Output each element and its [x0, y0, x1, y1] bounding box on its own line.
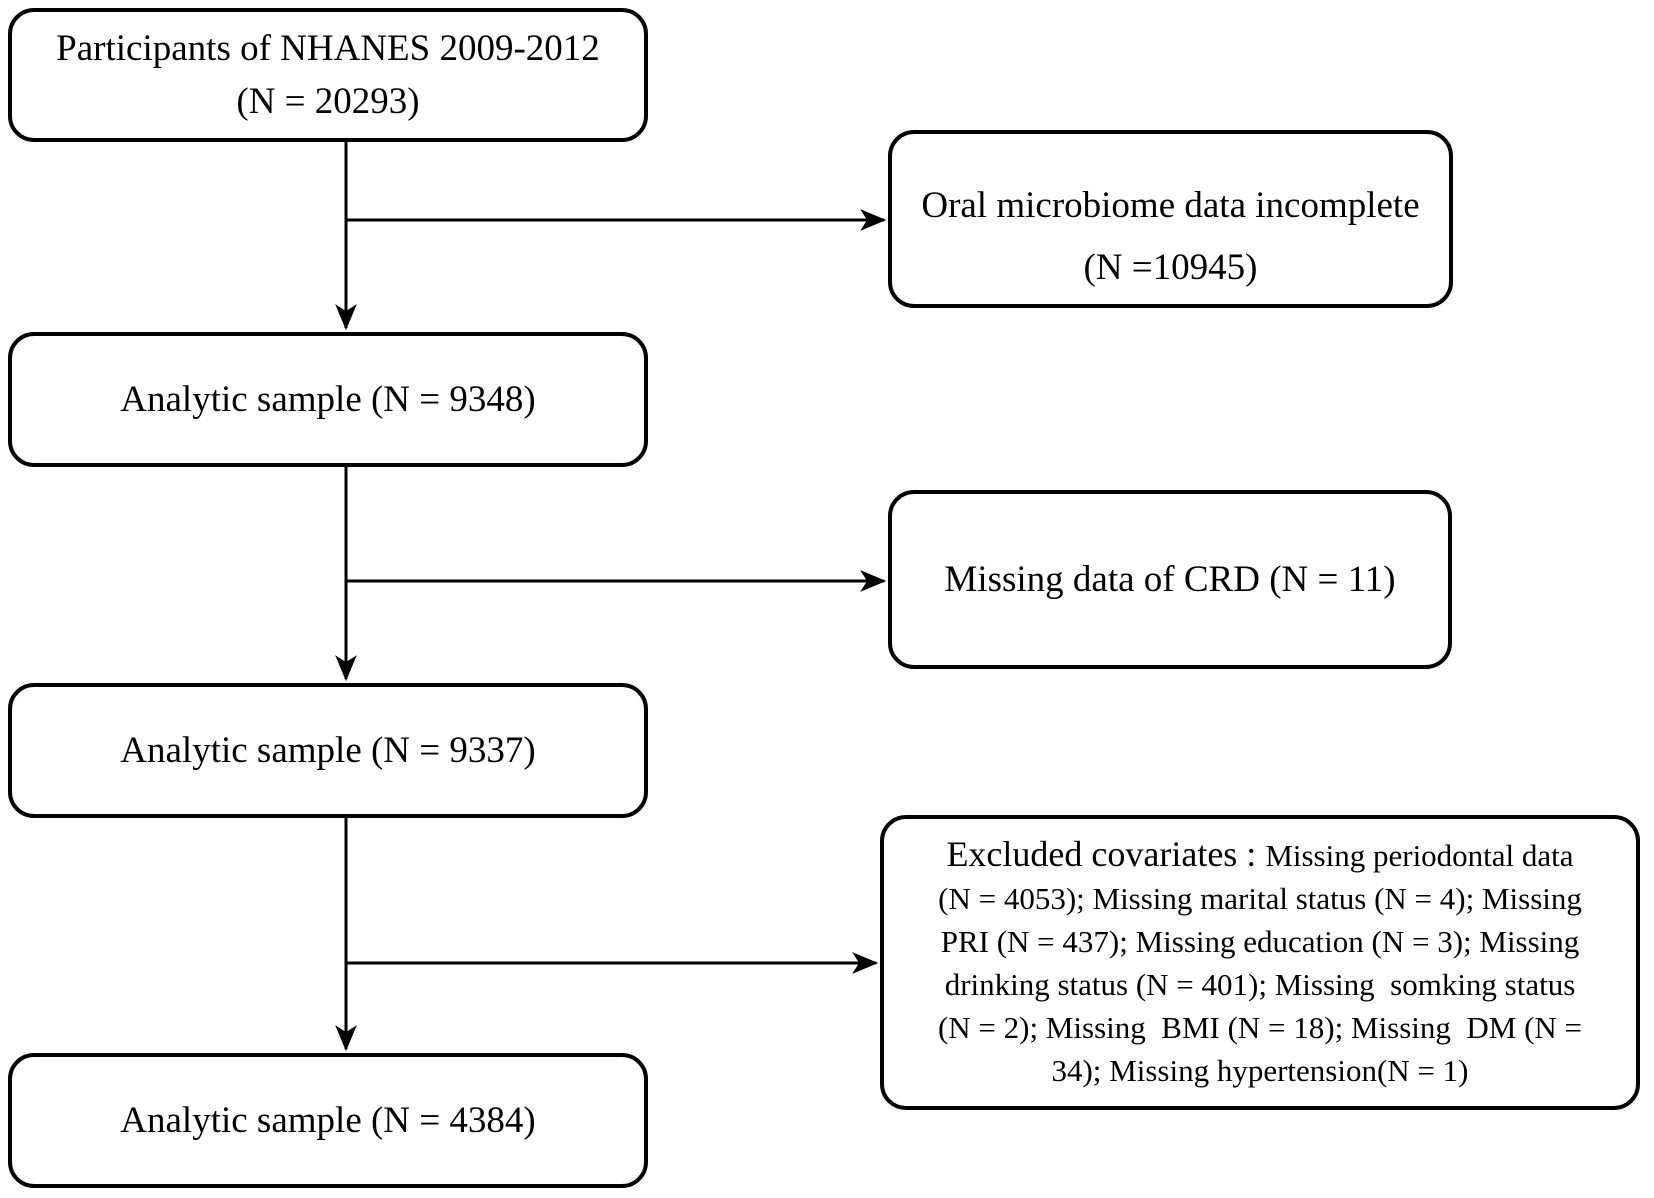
box-excluded-covariates-line-5: (N = 2); Missing BMI (N = 18); Missing D…	[937, 1010, 1583, 1045]
box-excluded-covariates-line-1: Excluded covariates : Missing periodonta…	[946, 833, 1573, 877]
box-analytic-sample-9337-label: Analytic sample (N = 9337)	[120, 730, 536, 771]
excluded-covariates-heading: Excluded covariates :	[946, 834, 1266, 874]
box-excluded-covariates-line-6: 34); Missing hypertension(N = 1)	[1051, 1053, 1469, 1088]
box-oral-microbiome-incomplete: Oral microbiome data incomplete (N =1094…	[888, 130, 1453, 308]
box-missing-crd-label: Missing data of CRD (N = 11)	[944, 559, 1396, 600]
box-oral-microbiome-line-1: Oral microbiome data incomplete	[921, 185, 1420, 226]
box-analytic-sample-4384-label: Analytic sample (N = 4384)	[120, 1100, 536, 1141]
box-excluded-covariates-line-2: (N = 4053); Missing marital status (N = …	[938, 881, 1582, 916]
box-participants-line-2: (N = 20293)	[236, 81, 420, 122]
box-excluded-covariates-line-3: PRI (N = 437); Missing education (N = 3)…	[940, 924, 1580, 959]
box-analytic-sample-4384: Analytic sample (N = 4384)	[8, 1053, 648, 1188]
excluded-covariates-line-1-text: Missing periodontal data	[1265, 838, 1574, 873]
box-participants-line-1: Participants of NHANES 2009-2012	[56, 28, 600, 69]
box-excluded-covariates-line-4: drinking status (N = 401); Missing somki…	[944, 967, 1576, 1002]
box-participants: Participants of NHANES 2009-2012 (N = 20…	[8, 8, 648, 142]
box-analytic-sample-9337: Analytic sample (N = 9337)	[8, 683, 648, 818]
box-excluded-covariates: Excluded covariates : Missing periodonta…	[880, 815, 1640, 1110]
box-analytic-sample-9348: Analytic sample (N = 9348)	[8, 332, 648, 467]
box-analytic-sample-9348-label: Analytic sample (N = 9348)	[120, 379, 536, 420]
box-missing-crd: Missing data of CRD (N = 11)	[888, 490, 1452, 669]
box-oral-microbiome-line-2: (N =10945)	[1083, 247, 1258, 288]
